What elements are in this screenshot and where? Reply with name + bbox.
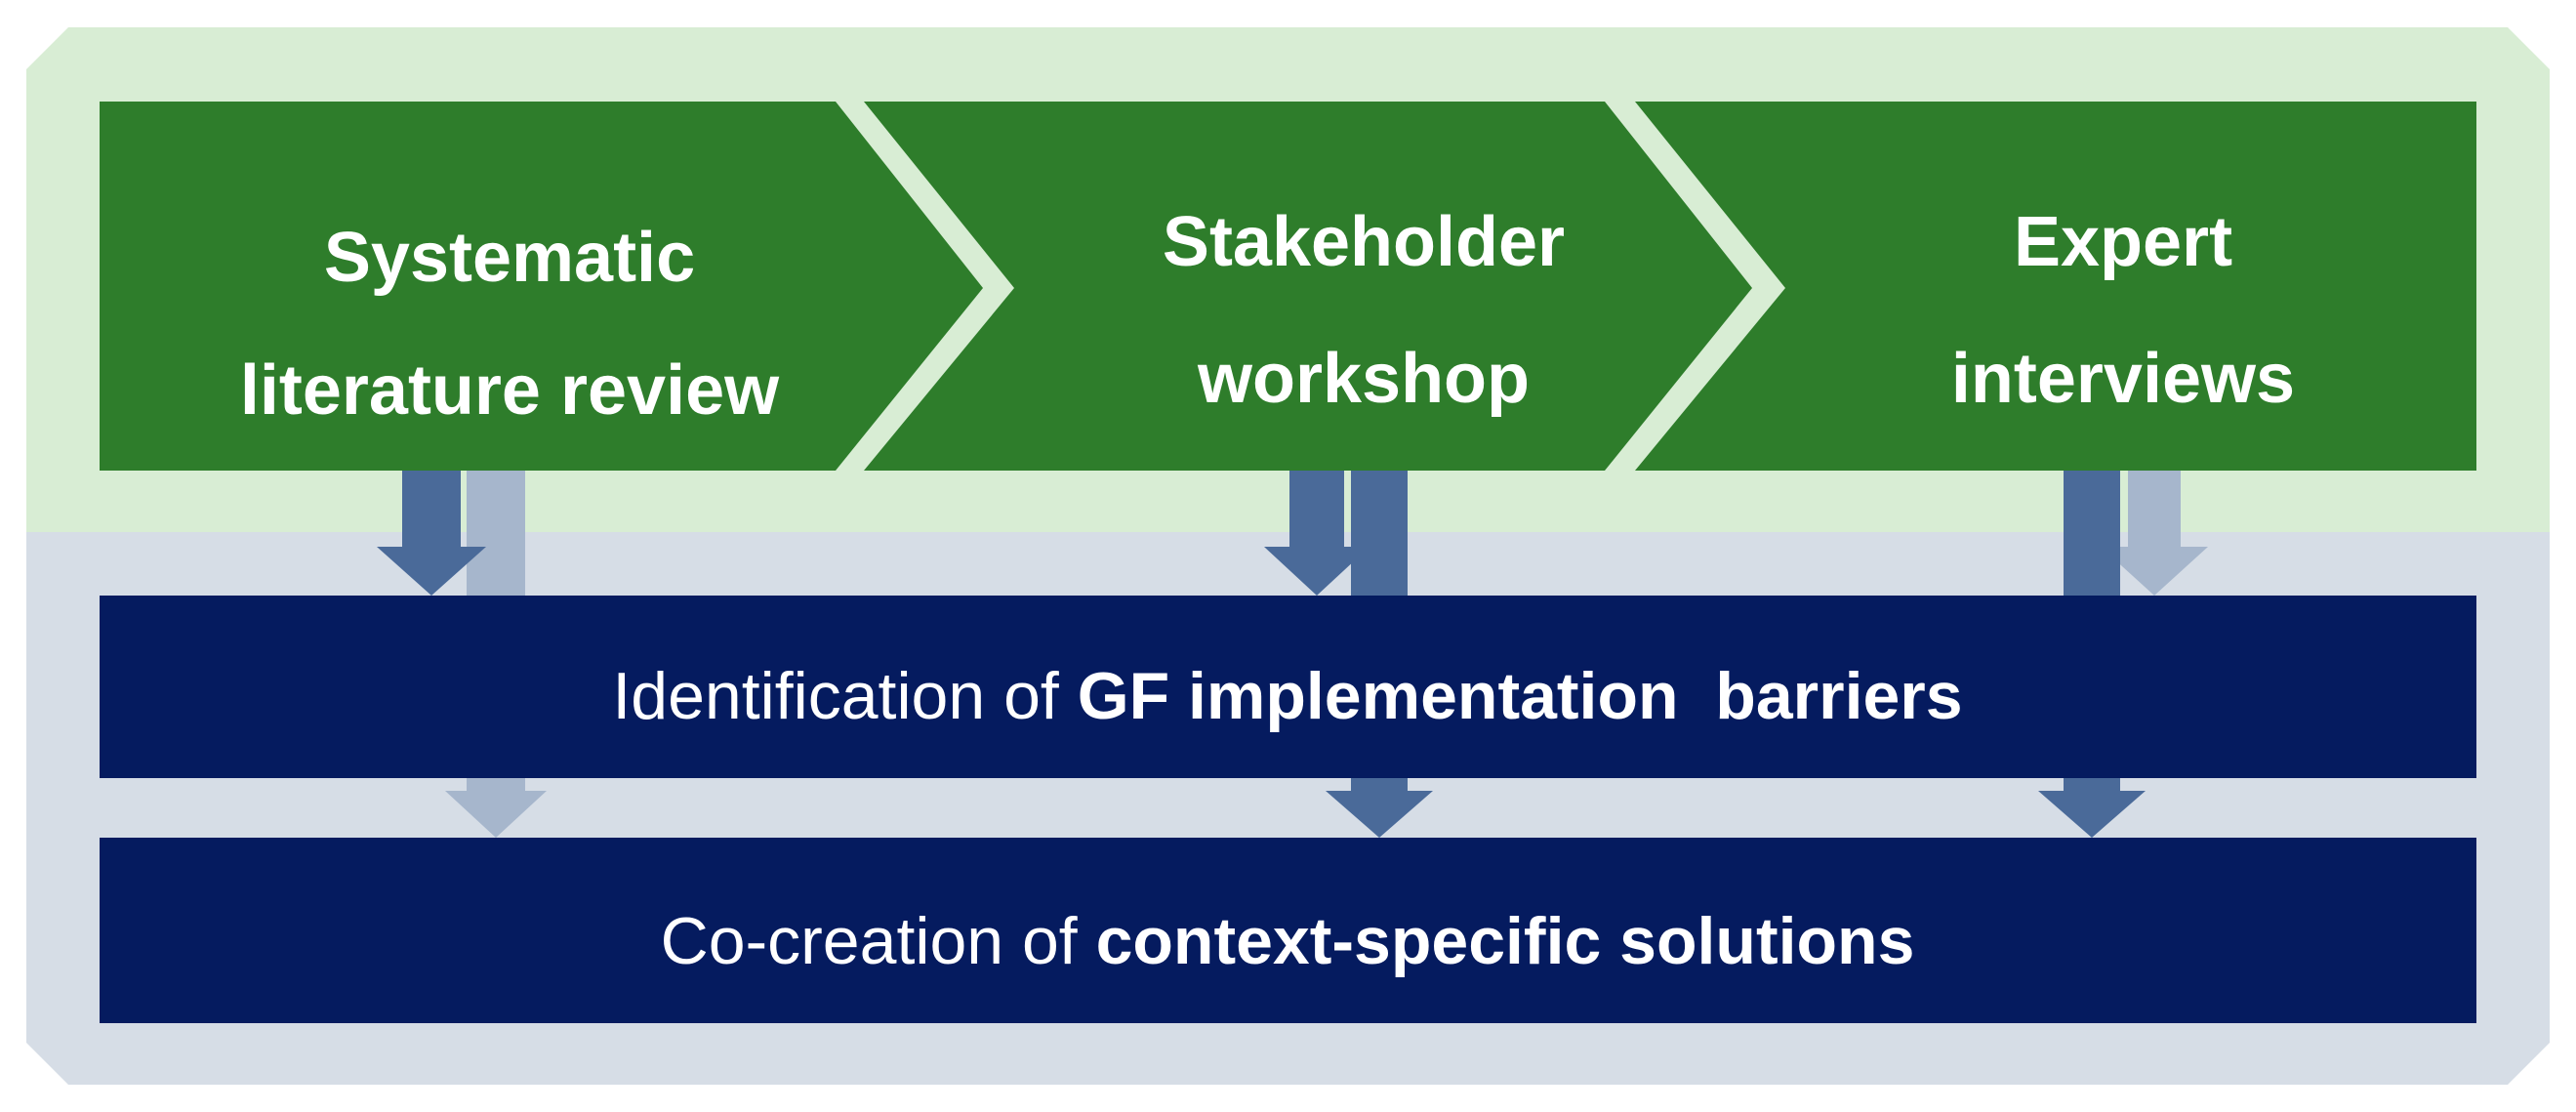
step-2-line-2: workshop (1197, 340, 1530, 418)
step-1-line-2: literature review (240, 351, 780, 430)
bar-identification-prefix: Identification of (612, 659, 1077, 733)
arrow-down-dark (377, 471, 486, 596)
bar-co-creation (100, 838, 2476, 1023)
bar-co-creation-bold: context-specific solutions (1096, 904, 1915, 978)
step-2-line-1: Stakeholder (1163, 203, 1565, 281)
step-stakeholder-workshop (864, 102, 1752, 471)
bar-identification-bold: GF implementation barriers (1078, 659, 1963, 733)
step-systematic-literature-review (100, 102, 983, 471)
step-3-line-1: Expert (2014, 203, 2232, 281)
step-expert-interviews (1635, 102, 2476, 471)
bar-identification-label: Identification of GF implementation barr… (612, 659, 1962, 733)
arrow-down-dark (1264, 471, 1370, 596)
process-steps: Systematic literature review Stakeholder… (100, 102, 2476, 471)
bar-identification (100, 596, 2476, 778)
arrow-down-light (2101, 471, 2208, 596)
bar-co-creation-label: Co-creation of context-specific solution… (661, 904, 1915, 978)
step-1-line-1: Systematic (324, 219, 695, 297)
step-3-line-2: interviews (1951, 340, 2295, 418)
result-bars: Identification of GF implementation barr… (100, 596, 2476, 1023)
bar-co-creation-prefix: Co-creation of (661, 904, 1096, 978)
